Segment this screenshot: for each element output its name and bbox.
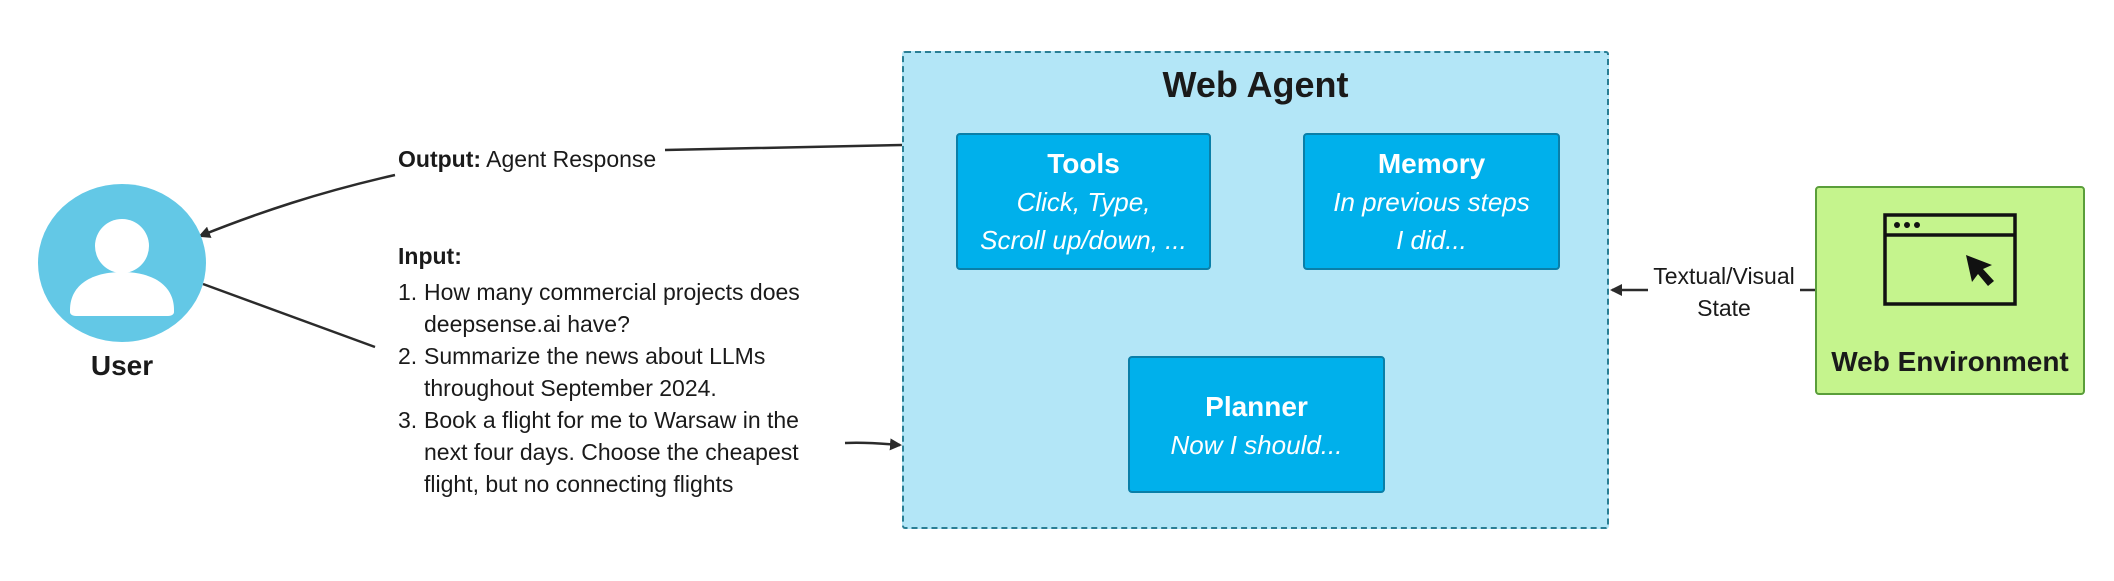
list-item-text: Book a flight for me to Warsaw in the ne… xyxy=(424,407,799,497)
input-caption: Input: 1. How many commercial projects d… xyxy=(398,240,838,500)
memory-line-2: I did... xyxy=(1396,225,1467,255)
user-icon xyxy=(70,219,174,316)
tools-line-2: Scroll up/down, ... xyxy=(980,225,1187,255)
state-line-2: State xyxy=(1697,295,1751,321)
list-item-number: 1. xyxy=(398,279,418,305)
list-item-text: Summarize the news about LLMs throughout… xyxy=(424,343,766,401)
memory-node: Memory In previous steps I did... xyxy=(1303,133,1560,270)
planner-node: Planner Now I should... xyxy=(1128,356,1385,493)
output-caption: Output: Agent Response xyxy=(398,146,656,173)
state-caption: Textual/Visual State xyxy=(1644,260,1804,324)
list-item: 1. How many commercial projects does dee… xyxy=(398,276,838,340)
tools-node: Tools Click, Type, Scroll up/down, ... xyxy=(956,133,1211,270)
user-avatar xyxy=(38,184,206,342)
list-item: 2. Summarize the news about LLMs through… xyxy=(398,340,838,404)
output-label: Output: xyxy=(398,146,482,172)
tools-title: Tools xyxy=(1047,148,1120,179)
web-agent-title: Web Agent xyxy=(1162,64,1349,105)
tools-line-1: Click, Type, xyxy=(1016,187,1151,217)
output-value: Agent Response xyxy=(486,146,657,172)
memory-title: Memory xyxy=(1377,148,1486,179)
list-item-number: 2. xyxy=(398,343,418,369)
state-line-1: Textual/Visual xyxy=(1653,263,1795,289)
browser-cursor-icon xyxy=(1883,213,2017,306)
input-list: 1. How many commercial projects does dee… xyxy=(398,276,838,500)
input-line xyxy=(202,282,376,349)
web-environment-label: Web Environment xyxy=(1831,346,2069,377)
list-item-number: 3. xyxy=(398,407,418,433)
list-item: 3. Book a flight for me to Warsaw in the… xyxy=(398,404,838,500)
planner-title: Planner xyxy=(1205,391,1308,422)
input-arrow xyxy=(844,438,902,451)
input-label: Input: xyxy=(398,243,462,269)
user-label: User xyxy=(90,350,154,381)
list-item-text: How many commercial projects does deepse… xyxy=(424,279,800,337)
web-environment-node xyxy=(1815,186,2085,395)
memory-line-1: In previous steps xyxy=(1333,187,1530,217)
planner-line-1: Now I should... xyxy=(1170,430,1343,460)
